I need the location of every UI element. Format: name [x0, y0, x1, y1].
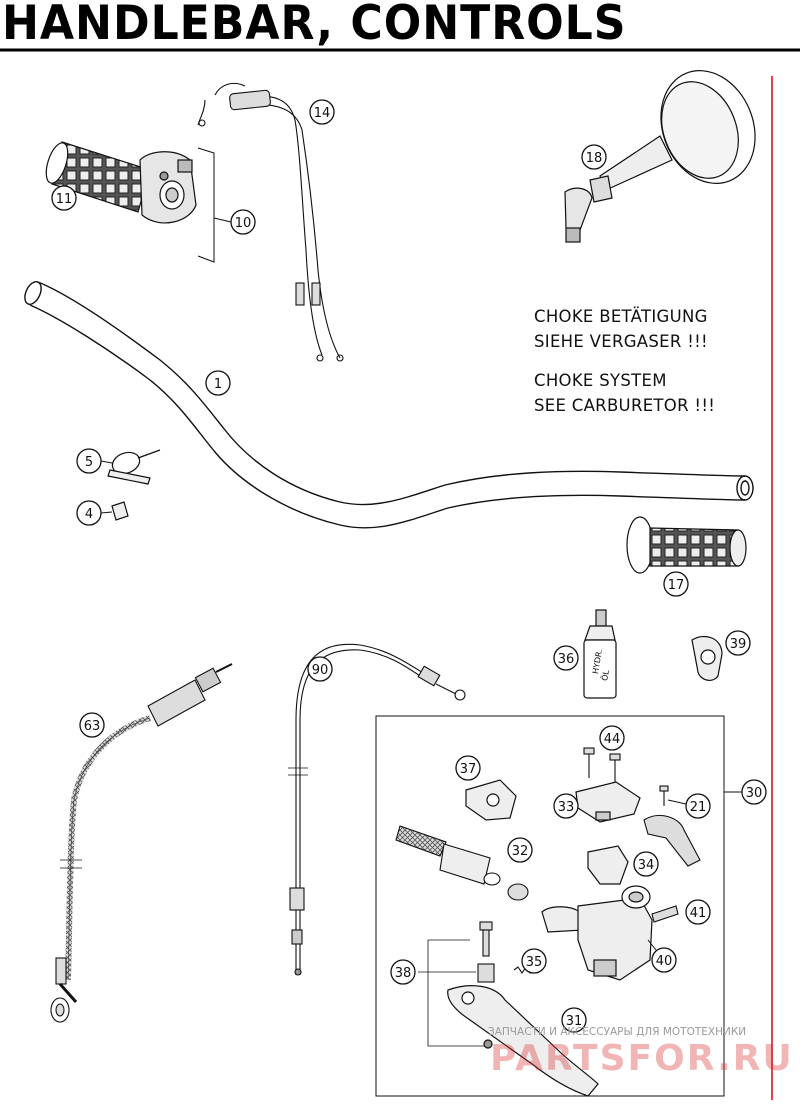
- svg-text:10: 10: [235, 216, 252, 231]
- mirror: [564, 70, 756, 243]
- bottle-label-line1: HYDR.: [591, 649, 604, 675]
- svg-text:40: 40: [656, 954, 673, 969]
- svg-text:41: 41: [690, 906, 707, 921]
- handlebar: [24, 281, 754, 529]
- watermark-brand: PARTSFOR.RU: [490, 1038, 794, 1079]
- callout-14: 14: [309, 99, 335, 125]
- svg-text:44: 44: [604, 732, 621, 747]
- clamp-37: [465, 779, 517, 821]
- svg-text:37: 37: [460, 762, 477, 777]
- callout-35: 35: [521, 948, 547, 974]
- svg-text:30: 30: [746, 786, 763, 801]
- throttle-grip: [45, 141, 197, 224]
- master-cylinder: [541, 885, 653, 981]
- watermark-tagline: ЗАПЧАСТИ И АКСЕССУАРЫ ДЛЯ МОТОТЕХНИКИ: [488, 1026, 747, 1038]
- callout-32: 32: [507, 837, 533, 863]
- callout-10: 10: [230, 209, 256, 235]
- brake-lever: [447, 985, 599, 1097]
- callout-21: 21: [685, 793, 711, 819]
- cable-tie: [107, 449, 161, 485]
- callout-30: 30: [741, 779, 767, 805]
- svg-text:63: 63: [84, 719, 101, 734]
- adjuster-21: [643, 785, 701, 867]
- svg-text:36: 36: [558, 652, 575, 667]
- screw-41: [651, 905, 679, 923]
- callout-31: 31: [561, 1007, 587, 1033]
- svg-text:17: 17: [668, 578, 685, 593]
- note-choke-de-1: CHOKE BETÄTIGUNG: [534, 307, 708, 326]
- housing-bracket: [197, 147, 215, 263]
- svg-text:35: 35: [526, 955, 543, 970]
- hydraulic-oil-bottle: [583, 609, 617, 699]
- svg-text:38: 38: [395, 966, 412, 981]
- svg-text:33: 33: [558, 800, 575, 815]
- svg-text:11: 11: [56, 192, 73, 207]
- callout-17: 17: [663, 571, 689, 597]
- screws-44: [583, 747, 621, 782]
- svg-text:32: 32: [512, 844, 529, 859]
- svg-text:4: 4: [85, 507, 93, 522]
- throttle-cable: [197, 82, 344, 362]
- callout-63: 63: [79, 712, 105, 738]
- callout-4: 4: [76, 500, 102, 526]
- page-title: HANDLEBAR, CONTROLS: [2, 0, 627, 51]
- brake-line: [50, 663, 233, 1023]
- svg-text:90: 90: [312, 663, 329, 678]
- callout-40: 40: [651, 947, 677, 973]
- callout-11: 11: [51, 185, 77, 211]
- callout-44: 44: [599, 725, 625, 751]
- svg-text:31: 31: [566, 1014, 583, 1029]
- svg-text:1: 1: [214, 377, 222, 392]
- callouts: 11 10 14 18 1 5 4 17 90 36 39 63 44 37 3…: [51, 99, 767, 1033]
- clutch-cable: [288, 643, 466, 976]
- callout-1: 1: [205, 370, 231, 396]
- bolt-38: [418, 921, 495, 1047]
- svg-text:14: 14: [314, 106, 331, 121]
- callout-34: 34: [633, 851, 659, 877]
- reservoir-cover: [575, 781, 641, 823]
- note-choke-de-2: SIEHE VERGASER !!!: [534, 332, 708, 351]
- svg-text:39: 39: [730, 637, 747, 652]
- note-choke-en-1: CHOKE SYSTEM: [534, 371, 667, 390]
- svg-text:21: 21: [690, 800, 707, 815]
- bar-end-plug: [111, 501, 129, 521]
- callout-39: 39: [725, 630, 751, 656]
- clamp-39: [691, 635, 723, 681]
- piston-32: [395, 825, 529, 901]
- callout-5: 5: [76, 448, 102, 474]
- svg-text:18: 18: [586, 151, 603, 166]
- bracket-34: [587, 845, 629, 885]
- callout-36: 36: [553, 645, 579, 671]
- assembly-box: [375, 715, 725, 1097]
- callout-90: 90: [307, 656, 333, 682]
- note-choke-en-2: SEE CARBURETOR !!!: [534, 396, 716, 415]
- right-grip: [626, 516, 747, 574]
- bottle-label-line2: ÖL: [599, 669, 611, 682]
- callout-18: 18: [581, 144, 607, 170]
- svg-text:5: 5: [85, 455, 93, 470]
- callout-33: 33: [553, 793, 579, 819]
- svg-text:34: 34: [638, 858, 655, 873]
- callout-37: 37: [455, 755, 481, 781]
- callout-38: 38: [390, 959, 416, 985]
- callout-41: 41: [685, 899, 711, 925]
